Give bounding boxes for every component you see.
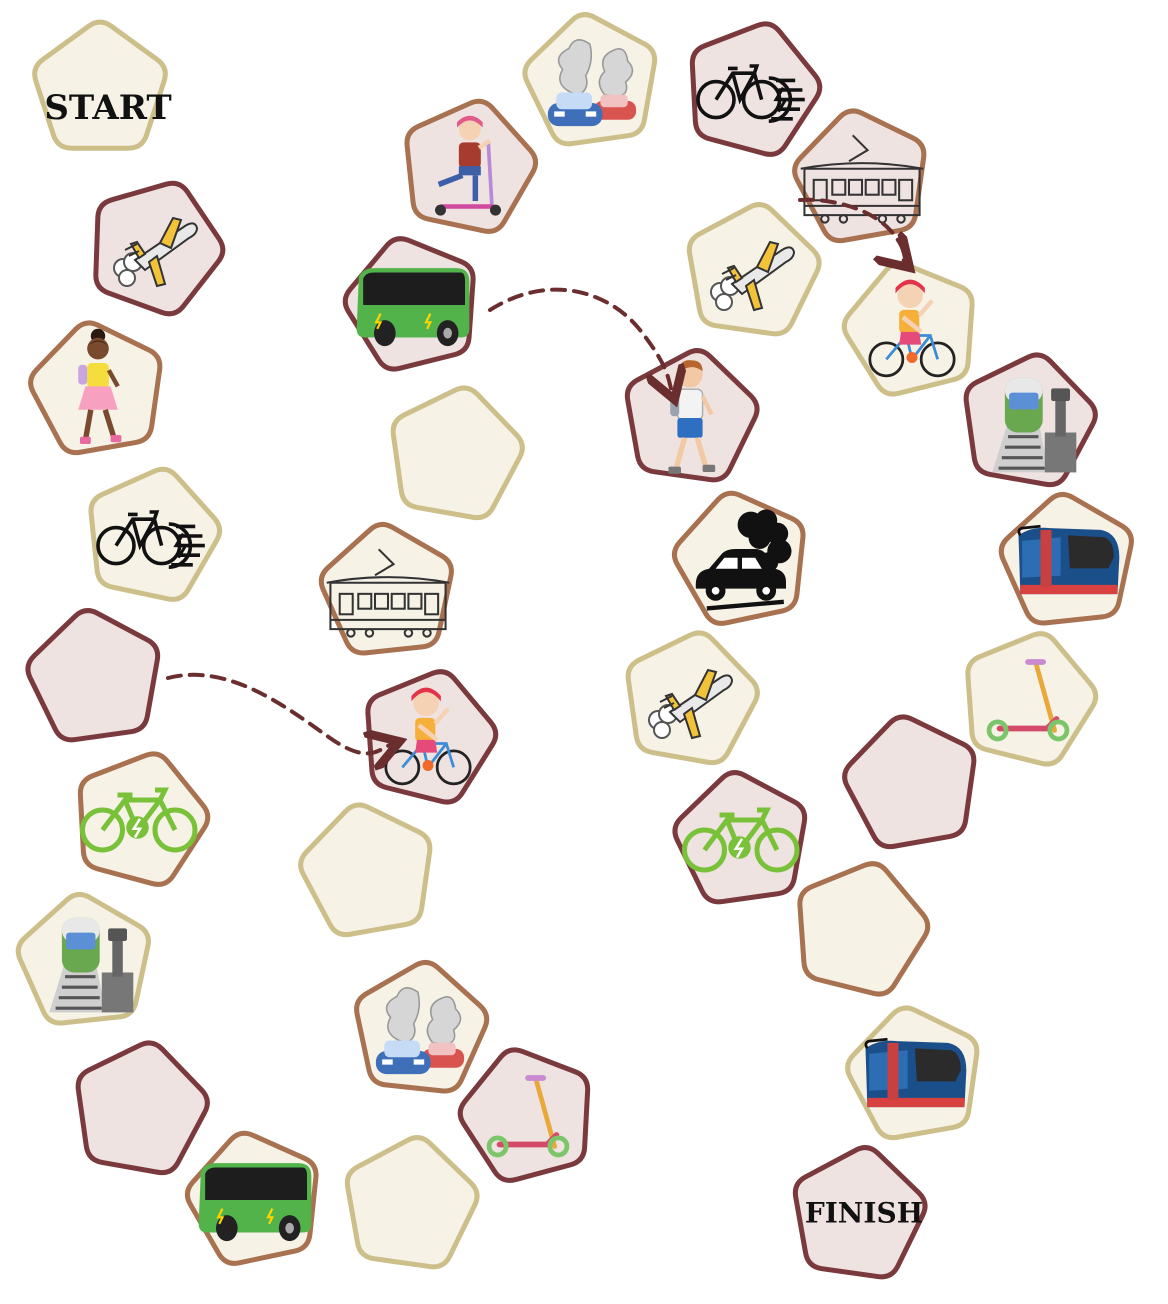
board-tile [797, 861, 931, 997]
board-tile: START [32, 19, 172, 151]
board-tile [390, 385, 525, 521]
board-tile [184, 1130, 319, 1266]
board-tile [93, 180, 226, 317]
board-tile [625, 630, 760, 766]
board-tile [998, 491, 1134, 626]
connector-arrows [166, 197, 904, 754]
board-tile [689, 21, 823, 157]
shortcut-arrow [166, 672, 392, 754]
board-tile [963, 352, 1098, 488]
board-tile [28, 320, 163, 456]
tile-shape [625, 630, 760, 766]
tile-shape [32, 19, 168, 151]
board-tile [342, 236, 476, 372]
board-tile [404, 98, 539, 234]
tile-shape [25, 608, 161, 743]
board-tile [842, 714, 977, 850]
board-tile [75, 1040, 210, 1176]
tile-shape [792, 108, 927, 244]
board-tile [15, 891, 151, 1026]
tile-shape [88, 466, 223, 602]
shortcut-arrow [798, 197, 904, 262]
board-tile [457, 1047, 591, 1183]
tile-shape [965, 631, 1099, 767]
board-tile [344, 1135, 480, 1270]
board-tile [365, 669, 499, 805]
tile-shape [842, 714, 977, 850]
tile-shape [792, 1145, 928, 1280]
tile-shape [390, 385, 525, 521]
board-tiles: START FINISH [15, 12, 1134, 1280]
tile-shape [686, 202, 822, 337]
high-speed-train-icon [864, 1037, 968, 1109]
board-tile [841, 261, 975, 397]
board-tile [686, 202, 822, 337]
board-tile [25, 608, 161, 743]
board-tile [845, 1005, 980, 1141]
board-tile [354, 959, 490, 1094]
tile-shape [93, 180, 226, 317]
board-tile [671, 490, 806, 626]
board-tile [965, 631, 1099, 767]
start-label: START [44, 88, 171, 128]
board-tile [318, 521, 454, 656]
board-tile [298, 802, 433, 938]
finish-label: FINISH [805, 1197, 923, 1230]
shortcut-arrow [488, 287, 672, 392]
electric-bus-icon [355, 267, 471, 348]
high-speed-train-icon [1017, 524, 1121, 596]
electric-bus-icon [197, 1162, 313, 1243]
board-tile [624, 348, 760, 483]
tile-shape [298, 802, 433, 938]
board-tile [77, 751, 211, 887]
tile-shape [75, 1040, 210, 1176]
board-tile [672, 770, 808, 905]
board-tile [88, 466, 223, 602]
board-tile [522, 12, 658, 147]
board-tile [792, 108, 927, 244]
tile-shape [797, 861, 931, 997]
tile-shape [689, 21, 823, 157]
tile-shape [318, 521, 454, 656]
tile-shape [522, 12, 658, 147]
tile-shape [344, 1135, 480, 1270]
board-tile: FINISH [792, 1145, 928, 1280]
